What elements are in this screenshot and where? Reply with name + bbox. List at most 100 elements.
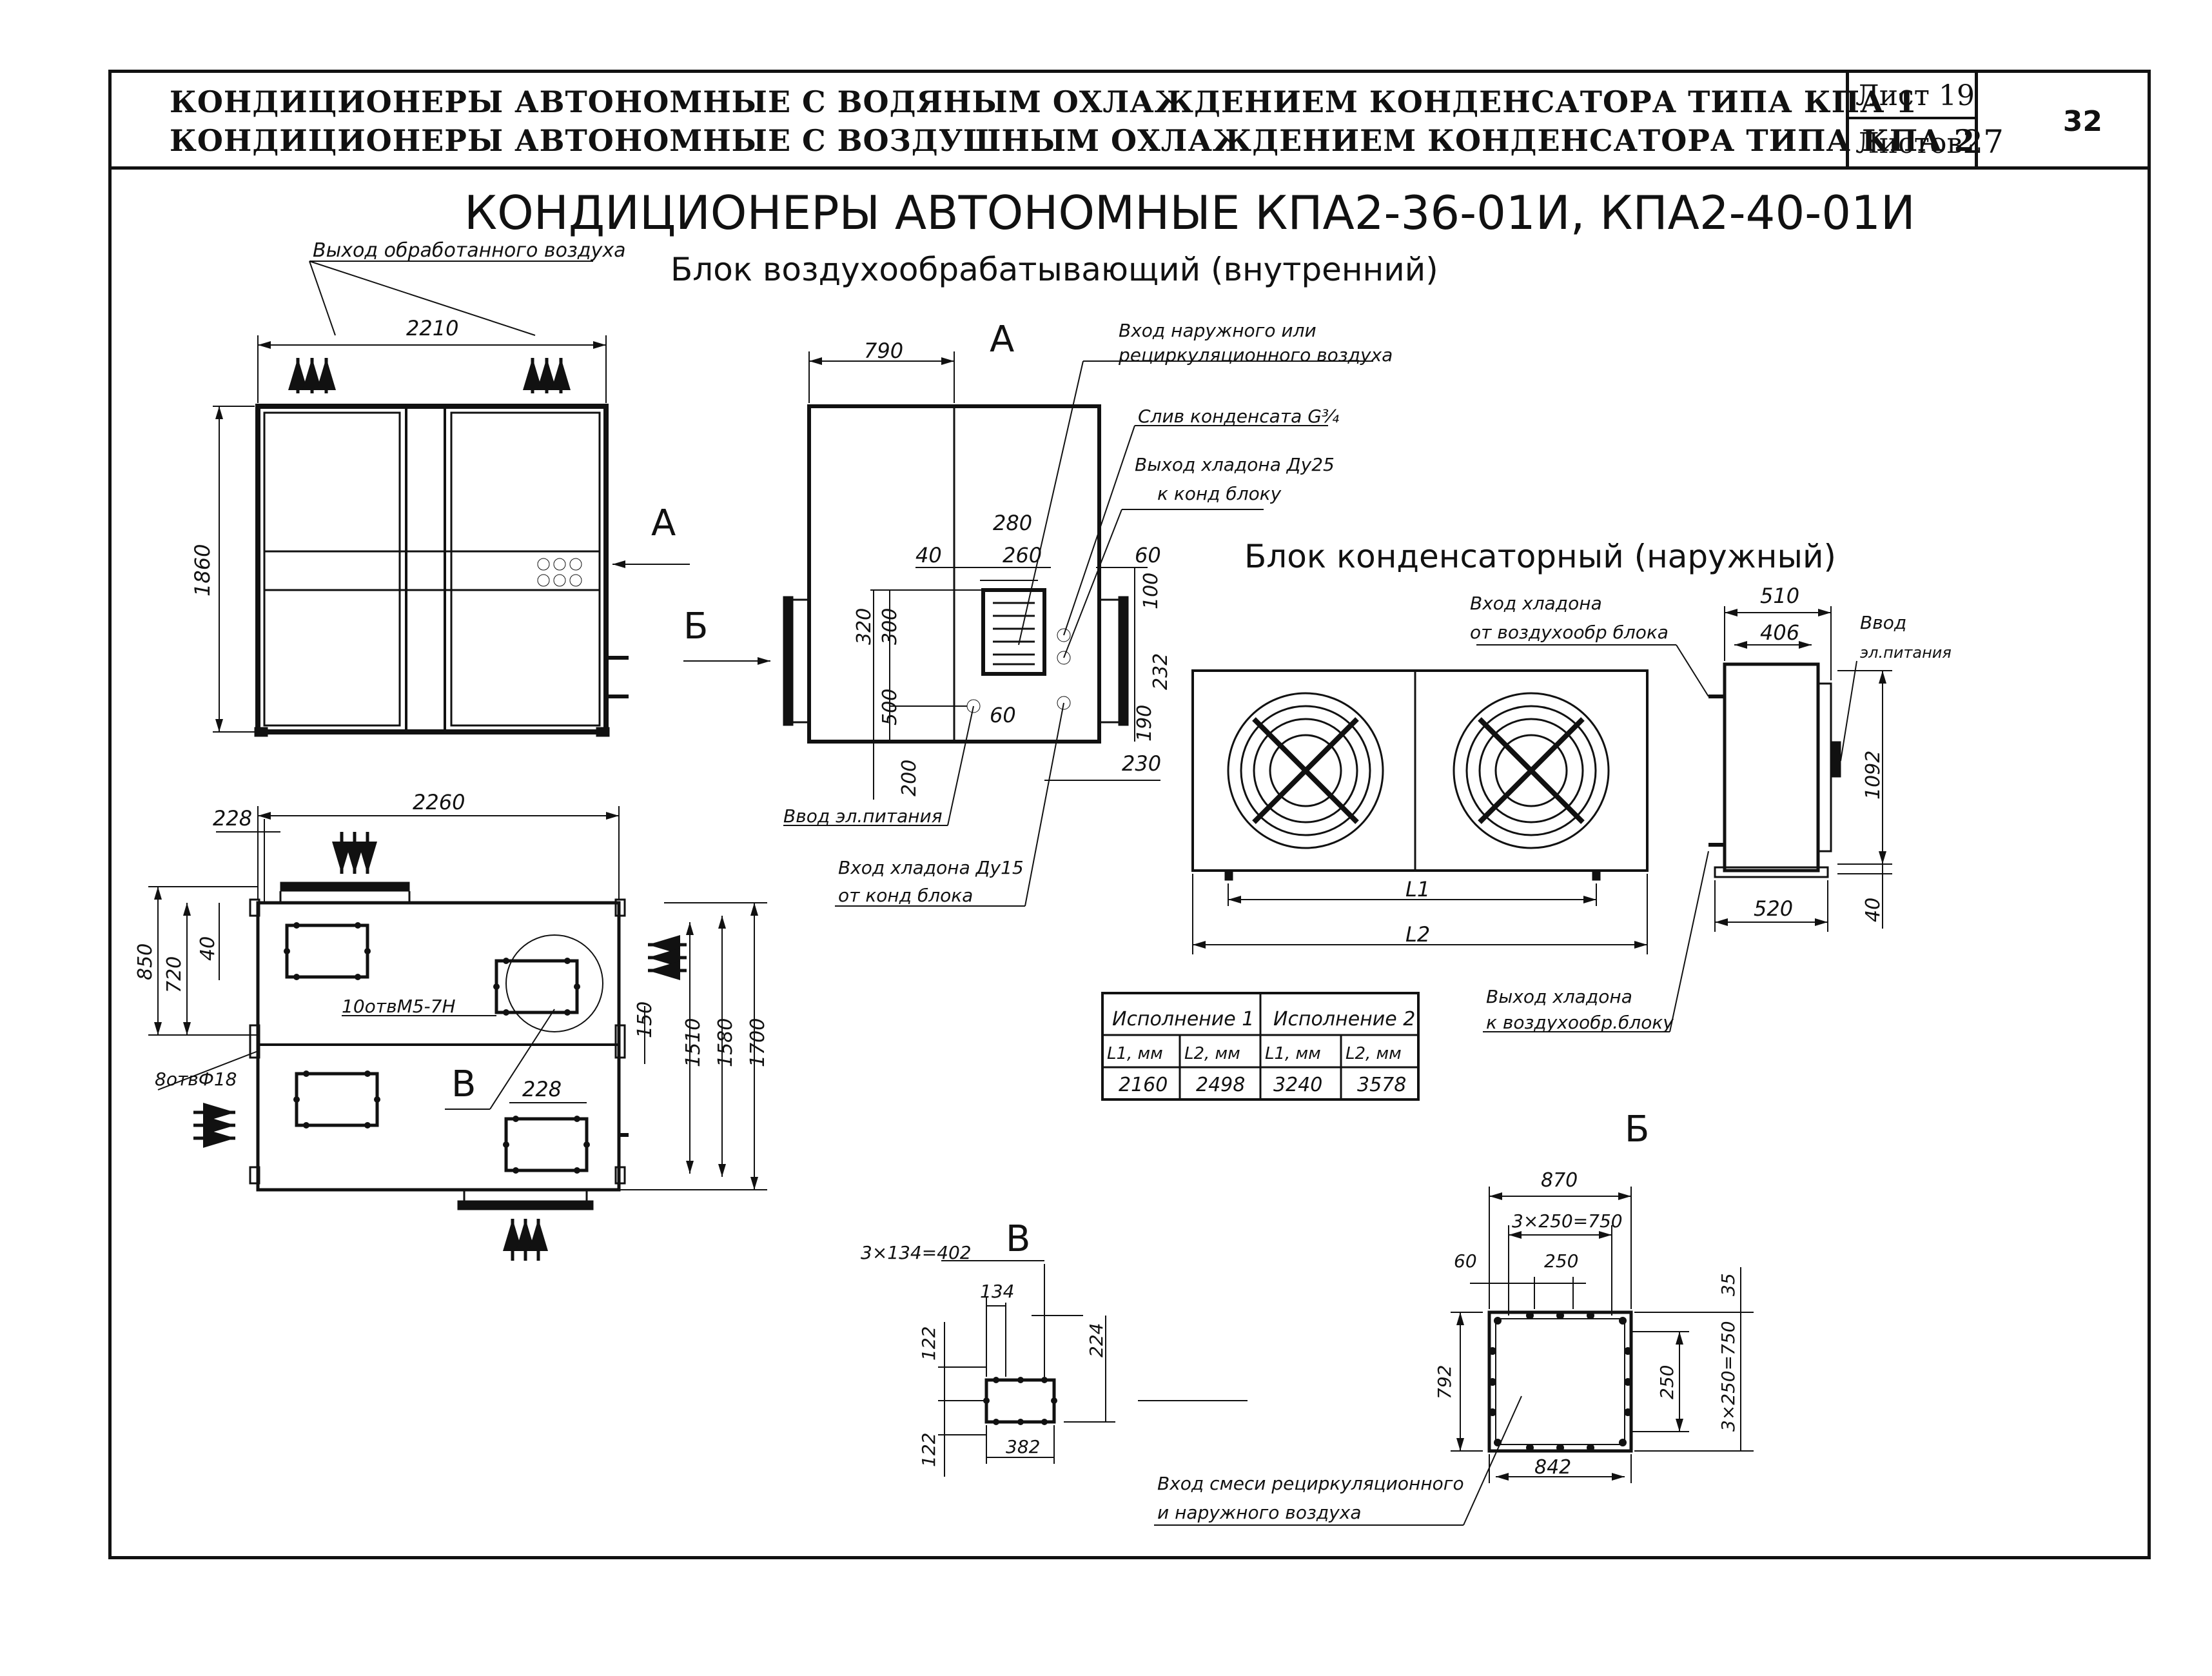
cond-refrig-out-label-2: к воздухообр.блоку (1486, 1012, 1674, 1033)
dim-60b: 60 (990, 703, 1016, 727)
sheets-total: 27 (1962, 123, 2004, 161)
dim-cond-1092: 1092 (1862, 751, 1884, 800)
header-divider (1846, 117, 1978, 119)
dim-b-792: 792 (1434, 1365, 1455, 1399)
dim-v-382: 382 (1006, 1436, 1040, 1457)
table-header-1: Исполнение 1 (1112, 1008, 1254, 1030)
dim-60a: 60 (1135, 543, 1161, 567)
dim-v-122b: 122 (918, 1433, 939, 1467)
air-in-label-2: рециркуляционного воздуха (1118, 344, 1393, 366)
table-subheader-4: L2, мм (1346, 1044, 1402, 1063)
dim-b-750: 3×250=750 (1512, 1210, 1623, 1232)
dim-b-250a: 250 (1544, 1250, 1578, 1272)
cond-power-label-1: Ввод (1860, 612, 1906, 633)
condenser-front-view (1191, 669, 1649, 954)
drawing-sheet: КОНДИЦИОНЕРЫ АВТОНОМНЫЕ С ВОДЯНЫМ ОХЛАЖД… (108, 70, 2151, 1559)
refrig-in-label-2: от конд блока (838, 885, 973, 906)
detail-b (1154, 1187, 1754, 1526)
versions-table (1101, 992, 1420, 1101)
side-view-a (783, 351, 1373, 907)
dim-v-total: 3×134=402 (861, 1242, 972, 1263)
dim-228a: 228 (213, 806, 252, 831)
detail-b-title: Б (1625, 1109, 1649, 1150)
dim-320: 320 (853, 608, 876, 645)
table-subheader-2: L2, мм (1184, 1044, 1240, 1063)
refrig-out-label-2: к конд блоку (1157, 483, 1282, 504)
header-line-2: КОНДИЦИОНЕРЫ АВТОНОМНЫЕ С ВОЗДУШНЫМ ОХЛА… (170, 123, 1975, 158)
mix-air-label-1: Вход смеси рециркуляционного (1157, 1473, 1464, 1494)
dim-cond-520: 520 (1754, 896, 1793, 921)
indoor-unit-title: Блок воздухообрабатывающий (внутренний) (670, 251, 1438, 288)
dim-40: 40 (915, 543, 942, 567)
dim-40b: 40 (197, 936, 219, 961)
holes-m5-label: 10отвМ5-7Н (342, 996, 456, 1017)
table-cell-l2-v2: 3578 (1357, 1074, 1406, 1096)
sheet-number: Лист 19 (1855, 79, 1975, 112)
table-cell-l2-v1: 2498 (1196, 1074, 1245, 1096)
mix-air-label-2: и наружного воздуха (1157, 1502, 1362, 1523)
dim-1700: 1700 (747, 1018, 769, 1067)
power-in-label: Ввод эл.питания (783, 805, 943, 827)
dim-b-870: 870 (1541, 1169, 1578, 1192)
cond-refrig-in-label-1: Вход хладона (1470, 593, 1602, 614)
table-header-2: Исполнение 2 (1273, 1008, 1415, 1030)
cond-refrig-in-label-2: от воздухообр блока (1470, 622, 1669, 643)
dim-v-122a: 122 (918, 1326, 939, 1361)
dim-230: 230 (1122, 751, 1161, 776)
dim-front-width: 2210 (406, 316, 458, 340)
dim-1510: 1510 (682, 1018, 705, 1067)
header-divider (1846, 73, 1849, 166)
treated-air-label: Выход обработанного воздуха (313, 239, 626, 262)
dim-b-60: 60 (1454, 1250, 1477, 1272)
dim-v-pitch: 134 (980, 1281, 1014, 1302)
dim-150: 150 (634, 1001, 656, 1038)
view-a-arrow-label: А (651, 502, 676, 544)
dim-side-width: 790 (864, 339, 903, 363)
view-b-arrow-label: Б (683, 606, 708, 647)
refrig-out-label-1: Выход хладона Ду25 (1135, 454, 1335, 475)
cond-refrig-out-label-1: Выход хладона (1486, 986, 1632, 1007)
dim-720: 720 (163, 956, 186, 993)
header-divider (1975, 73, 1978, 166)
table-subheader-3: L1, мм (1265, 1044, 1321, 1063)
dim-232: 232 (1150, 653, 1172, 690)
dim-cond-40: 40 (1862, 898, 1884, 922)
dim-300: 300 (879, 608, 901, 645)
title-block: КОНДИЦИОНЕРЫ АВТОНОМНЫЕ С ВОДЯНЫМ ОХЛАЖД… (112, 73, 2148, 170)
plan-view (148, 806, 767, 1261)
dim-500: 500 (879, 689, 901, 725)
condenser-side-view (1476, 606, 1892, 1032)
l2-label: L2 (1405, 922, 1430, 947)
air-in-label-1: Вход наружного или (1119, 320, 1316, 341)
dim-plan-width: 2260 (413, 790, 465, 814)
table-cell-l1-v2: 3240 (1273, 1074, 1322, 1096)
dim-b-750v: 3×250=750 (1718, 1321, 1739, 1432)
sheets-label: Листов27 (1855, 123, 2004, 161)
detail-v-title: В (1006, 1218, 1030, 1260)
drawing-title: КОНДИЦИОНЕРЫ АВТОНОМНЫЕ КПА2-36-01И, КПА… (464, 186, 1915, 240)
table-subheader-1: L1, мм (1107, 1044, 1163, 1063)
dim-1580: 1580 (714, 1018, 737, 1067)
condensate-label: Слив конденсата G¾ (1138, 406, 1339, 427)
dim-280: 280 (993, 511, 1032, 535)
detail-v (938, 1260, 1248, 1477)
dim-b-35: 35 (1718, 1273, 1739, 1296)
l1-label: L1 (1405, 877, 1430, 902)
holes-d18-label: 8отвФ18 (155, 1069, 237, 1090)
cond-power-label-2: эл.питания (1860, 644, 1952, 662)
dim-b-250b: 250 (1656, 1365, 1678, 1399)
outdoor-unit-title: Блок конденсаторный (наружный) (1244, 538, 1836, 575)
dim-front-height: 1860 (190, 544, 215, 596)
page-number: 32 (2062, 105, 2102, 138)
view-a-label: А (990, 319, 1014, 360)
dim-100: 100 (1140, 573, 1162, 609)
dim-cond-510: 510 (1760, 584, 1799, 608)
refrig-in-label-1: Вход хладона Ду15 (838, 857, 1024, 878)
dim-260: 260 (1003, 543, 1042, 567)
dim-228b: 228 (522, 1077, 562, 1101)
dim-v-224: 224 (1086, 1323, 1107, 1357)
dim-190: 190 (1133, 705, 1156, 742)
table-cell-l1-v1: 2160 (1119, 1074, 1168, 1096)
view-v-mark: В (451, 1063, 476, 1105)
